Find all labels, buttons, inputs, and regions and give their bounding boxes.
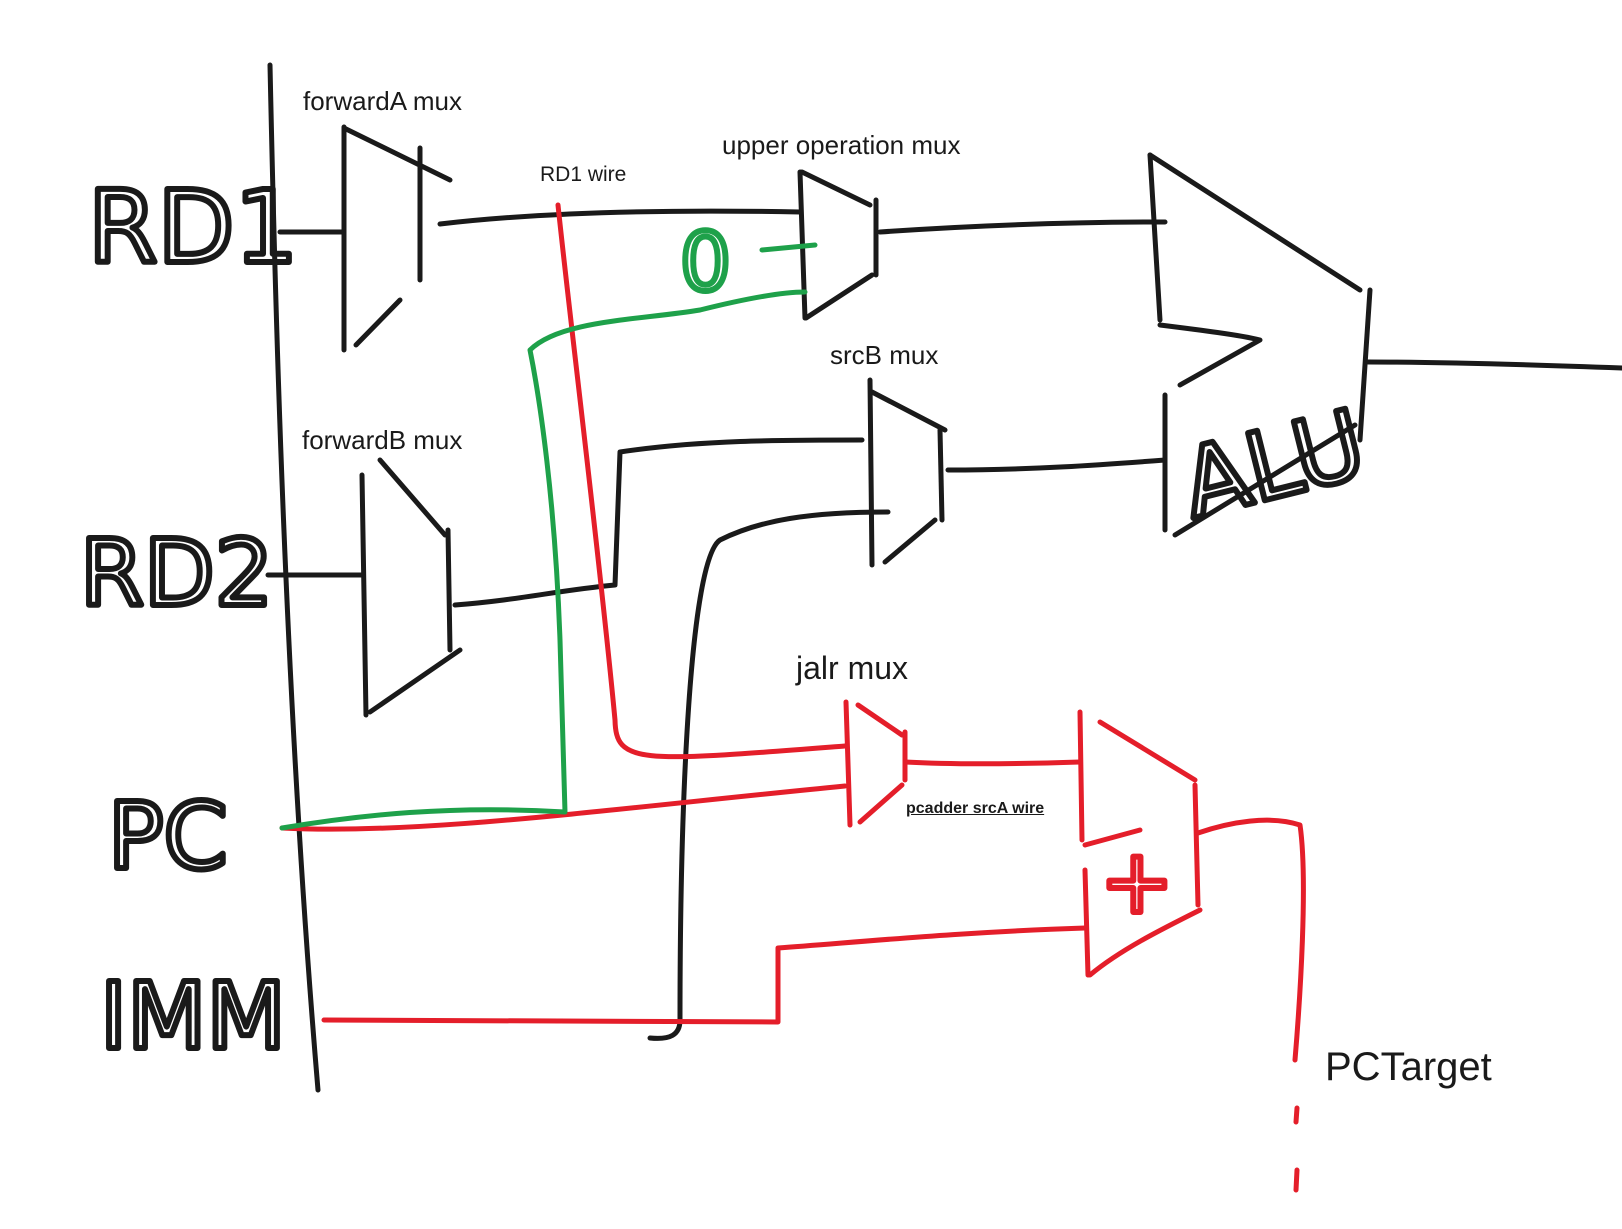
pcadder-srcA-wire-label: pcadder srcA wire <box>906 800 1045 817</box>
rd1-red-wire <box>555 202 848 760</box>
srcB-output-wire <box>945 457 1168 473</box>
srcB-mux-label: srcB mux <box>830 340 939 370</box>
imm-red-wire <box>321 925 1088 1025</box>
forwardB-output-wire <box>452 437 865 608</box>
pctarget-dash-2 <box>1293 1167 1300 1193</box>
imm-to-srcB-wire <box>647 509 891 1041</box>
pipeline-register-bar <box>267 62 321 1093</box>
forwardA-output-wire <box>437 208 803 227</box>
pc-red-wire <box>279 783 848 832</box>
zero-constant-wire <box>759 242 818 253</box>
forwardA-mux <box>341 124 453 353</box>
upper-operation-mux-label: upper operation mux <box>722 130 961 160</box>
pcadder-srcA-wire-path <box>902 759 1083 767</box>
upper-op-output-wire <box>877 219 1168 235</box>
pctarget-label: PCTarget <box>1325 1045 1492 1089</box>
forwardA-mux-label: forwardA mux <box>303 86 462 116</box>
adder-output-wire <box>1195 817 1306 1063</box>
port-label-imm: IMM <box>100 963 286 1070</box>
zero-constant-label: 0 <box>680 216 731 309</box>
pc-green-wire <box>279 289 808 831</box>
pctarget-dash-1 <box>1293 1105 1300 1125</box>
rd1-wire-label: RD1 wire <box>540 163 627 186</box>
adder-plus-label: + <box>1100 830 1174 933</box>
port-label-rd2: RD2 <box>80 520 273 627</box>
srcB-mux <box>867 377 948 568</box>
alu-label: ALU <box>1172 390 1376 541</box>
port-label-pc: PC <box>108 783 228 890</box>
forwardB-mux <box>359 457 463 718</box>
forwardB-mux-label: forwardB mux <box>302 425 463 455</box>
jalr-mux <box>843 699 908 828</box>
pc-adder: + <box>1077 709 1203 978</box>
jalr-mux-label: jalr mux <box>796 650 909 686</box>
alu-unit: ALU <box>1147 152 1379 543</box>
port-label-rd1: RD1 <box>88 169 298 286</box>
alu-output-wire <box>1365 359 1622 371</box>
